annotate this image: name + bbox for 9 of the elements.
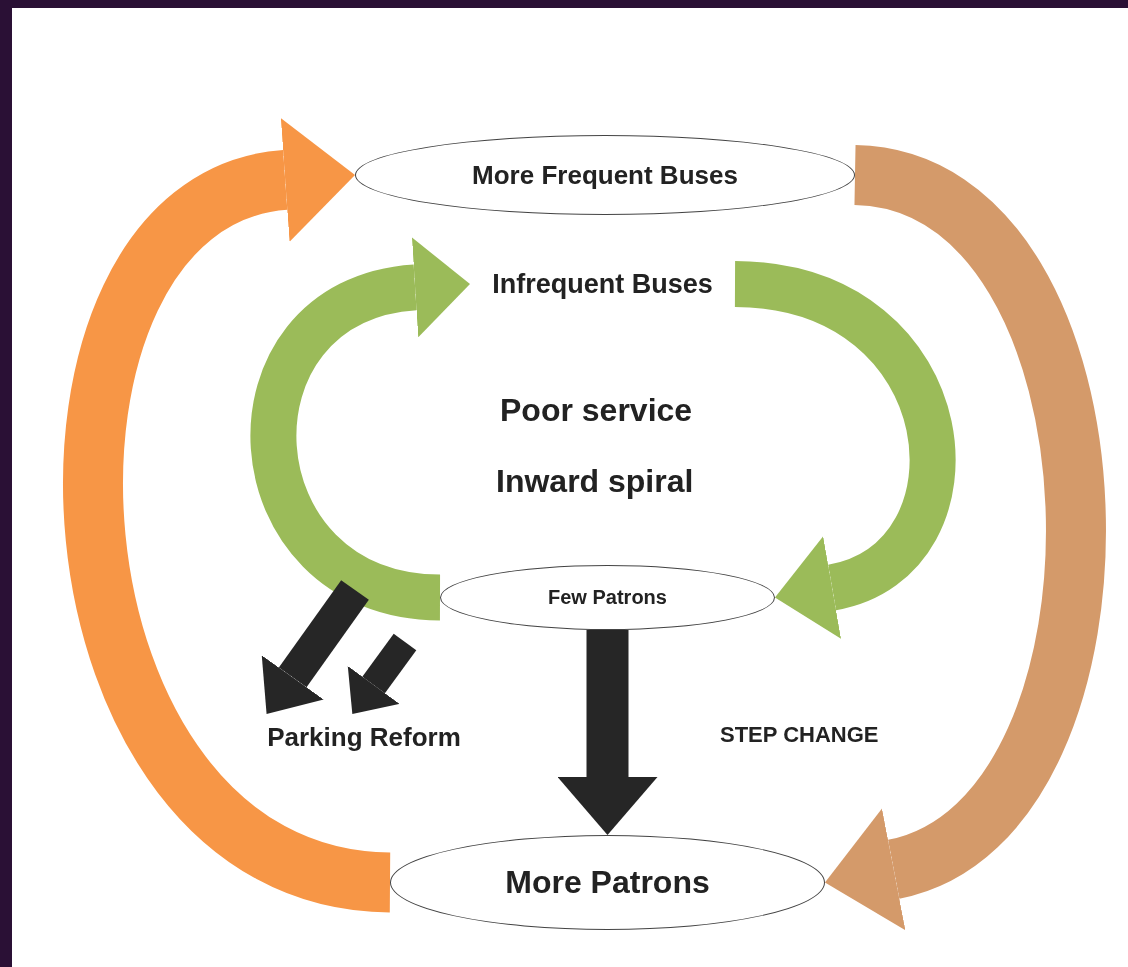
block-arrow: [828, 145, 1106, 927]
diagram-label: Poor service: [500, 392, 693, 429]
block-arrow: [261, 580, 369, 715]
block-arrow: [347, 633, 417, 714]
node-text: Infrequent Buses: [470, 258, 735, 310]
diagram-label: Inward spiral: [496, 463, 694, 500]
block-arrow: [557, 630, 658, 835]
node-text: Parking Reform: [248, 714, 480, 760]
diagram-label: STEP CHANGE: [720, 722, 879, 748]
